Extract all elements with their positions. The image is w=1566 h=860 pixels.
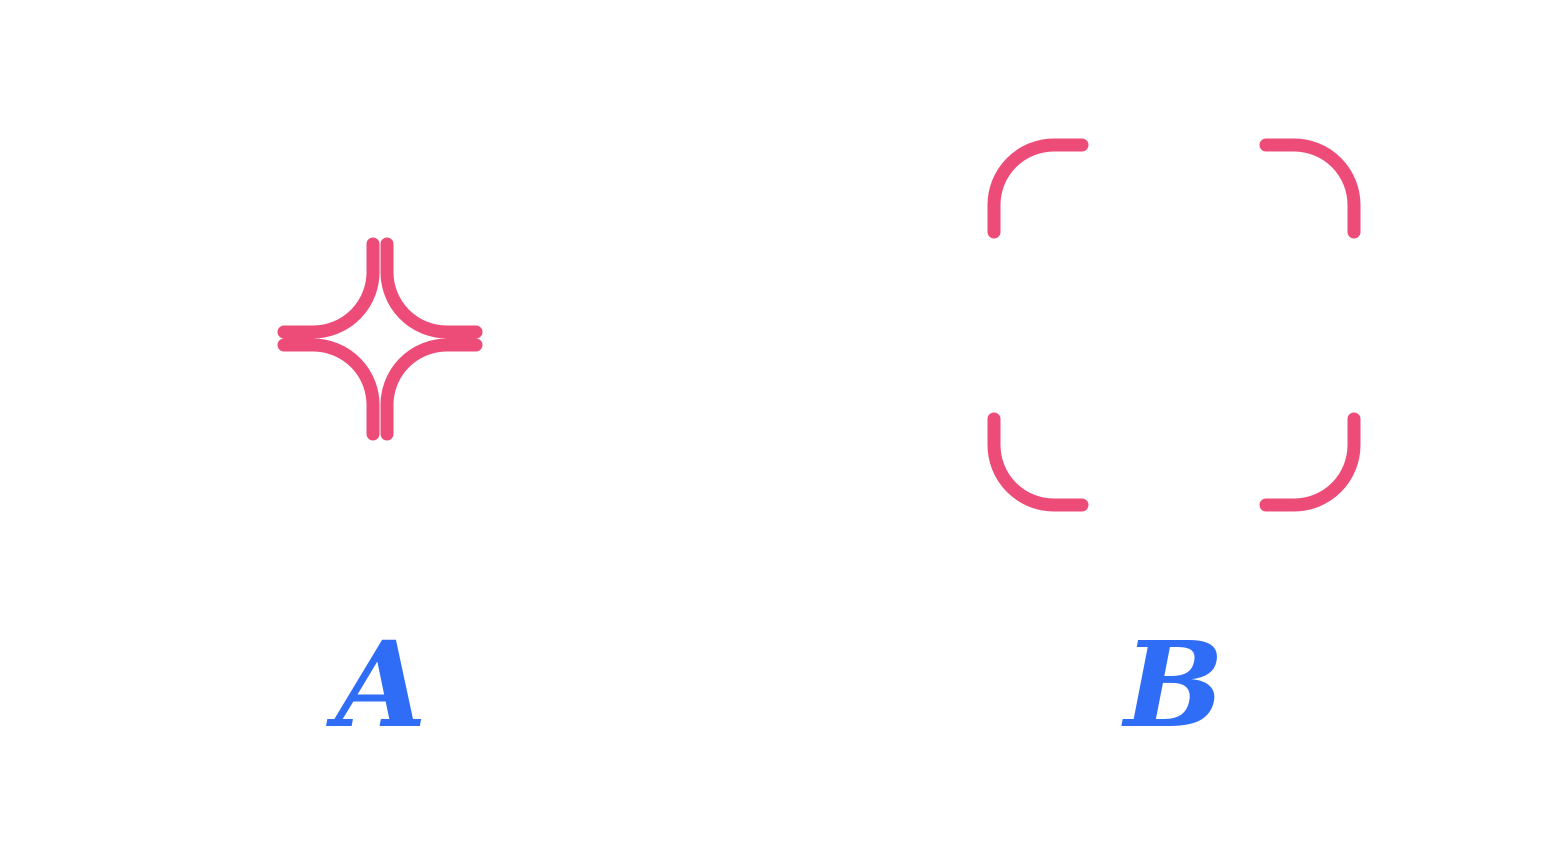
star-top-right-arc bbox=[380, 237, 483, 339]
bracket-bottom-left bbox=[987, 412, 1089, 512]
figure-b-brackets-shape bbox=[987, 138, 1361, 512]
star-bottom-left-arc bbox=[277, 338, 380, 441]
star-top-left-arc bbox=[277, 237, 380, 339]
figure-a-star-shape bbox=[277, 237, 483, 441]
star-bottom-right-arc bbox=[380, 338, 483, 441]
bracket-bottom-right bbox=[1259, 412, 1361, 512]
figure-b-label: B bbox=[1124, 615, 1224, 754]
bracket-top-right bbox=[1259, 138, 1361, 239]
bracket-top-left bbox=[987, 138, 1089, 239]
figure-a-label: A bbox=[335, 615, 427, 754]
